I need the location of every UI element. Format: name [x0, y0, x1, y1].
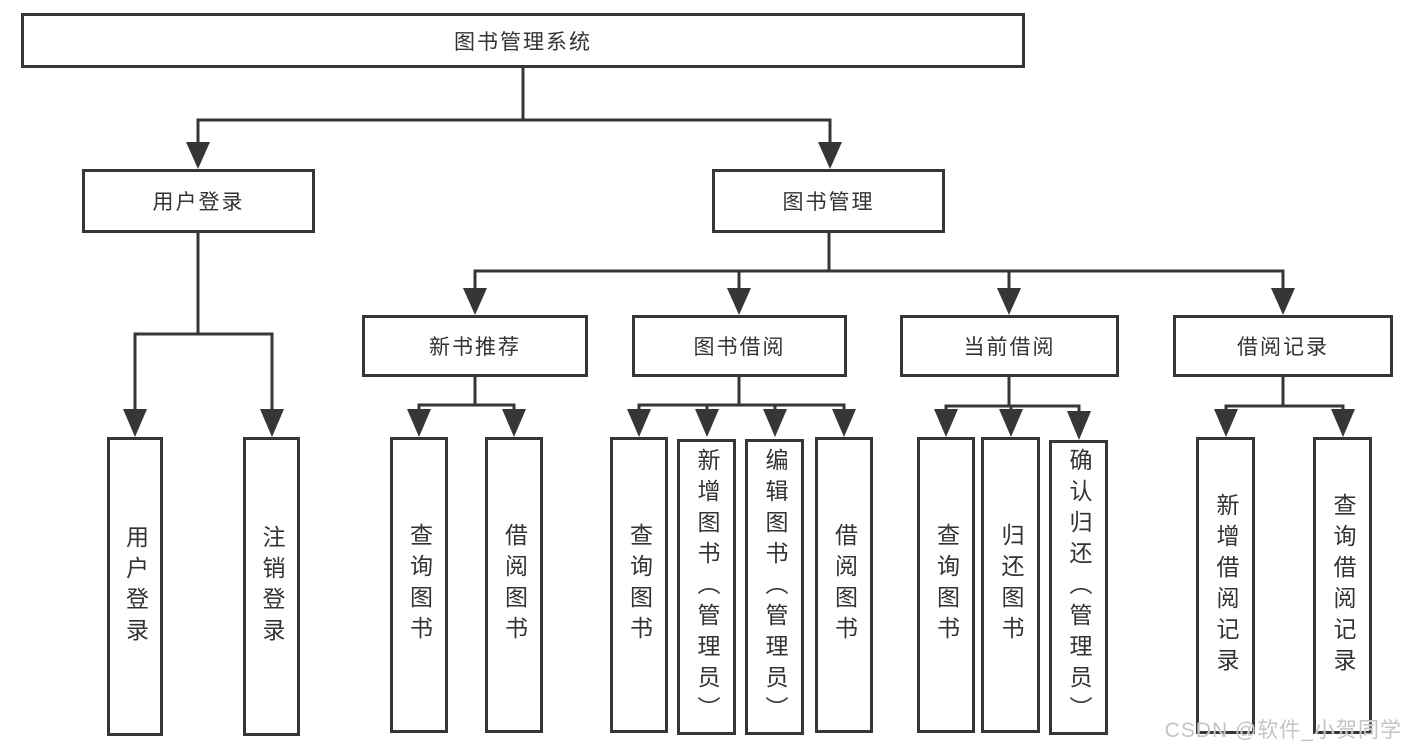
node-leaf-return-books: 归还图书: [981, 437, 1040, 733]
node-leaf-borrow-books-1-label: 借阅图书: [501, 523, 528, 647]
node-book-management-label: 图书管理: [782, 191, 875, 214]
node-borrowing-records-label: 借阅记录: [1237, 336, 1329, 359]
node-leaf-query-books-2: 查询图书: [610, 437, 668, 733]
node-leaf-edit-books: 编辑图书（管理员）: [745, 439, 804, 735]
node-new-book-recommend: 新书推荐: [362, 315, 588, 377]
connector-root: [186, 68, 842, 169]
node-leaf-query-borrow-record: 查询借阅记录: [1313, 437, 1372, 734]
node-leaf-add-borrow-record-label: 新增借阅记录: [1213, 492, 1239, 679]
node-leaf-add-books-label: 新增图书（管理员）: [694, 447, 720, 727]
node-root-label: 图书管理系统: [454, 30, 592, 54]
node-leaf-query-books-1-label: 查询图书: [406, 523, 433, 647]
node-leaf-confirm-return-label: 确认归还（管理员）: [1066, 448, 1092, 727]
node-leaf-return-books-label: 归还图书: [998, 523, 1024, 647]
node-borrowing-records: 借阅记录: [1173, 315, 1393, 377]
node-current-borrowing-label: 当前借阅: [963, 336, 1056, 359]
connector-borrowing-records: [1214, 377, 1355, 437]
node-leaf-query-books-2-label: 查询图书: [626, 523, 653, 647]
node-leaf-add-borrow-record: 新增借阅记录: [1196, 437, 1255, 734]
node-leaf-user-login: 用户登录: [107, 437, 163, 736]
node-leaf-query-books-3-label: 查询图书: [933, 523, 960, 647]
node-leaf-user-login-label: 用户登录: [122, 524, 149, 649]
node-root: 图书管理系统: [21, 13, 1025, 68]
node-leaf-borrow-books-1: 借阅图书: [485, 437, 543, 733]
node-leaf-add-books: 新增图书（管理员）: [677, 439, 736, 735]
connector-current-borrowing: [934, 377, 1091, 440]
connector-book-management: [463, 233, 1295, 315]
node-book-management: 图书管理: [712, 169, 945, 233]
connector-new-book-recommend: [407, 377, 526, 437]
node-current-borrowing: 当前借阅: [900, 315, 1119, 377]
node-leaf-borrow-books-2: 借阅图书: [815, 437, 873, 733]
node-new-book-recommend-label: 新书推荐: [429, 336, 521, 359]
node-leaf-logout-label: 注销登录: [259, 524, 285, 649]
node-leaf-query-books-3: 查询图书: [917, 437, 975, 733]
node-leaf-borrow-books-2-label: 借阅图书: [831, 523, 858, 647]
node-book-borrowing-label: 图书借阅: [693, 336, 786, 359]
watermark: CSDN @软件_小贺同学: [1164, 719, 1402, 742]
node-leaf-query-books-1: 查询图书: [390, 437, 448, 733]
node-leaf-confirm-return: 确认归还（管理员）: [1049, 440, 1108, 735]
node-user-login-label: 用户登录: [152, 191, 245, 214]
node-leaf-edit-books-label: 编辑图书（管理员）: [762, 447, 788, 727]
node-leaf-query-borrow-record-label: 查询借阅记录: [1330, 492, 1356, 679]
connector-user-login: [123, 233, 284, 437]
node-leaf-logout: 注销登录: [243, 437, 300, 736]
node-book-borrowing: 图书借阅: [632, 315, 847, 377]
connector-book-borrowing: [627, 377, 856, 437]
node-user-login: 用户登录: [82, 169, 315, 233]
